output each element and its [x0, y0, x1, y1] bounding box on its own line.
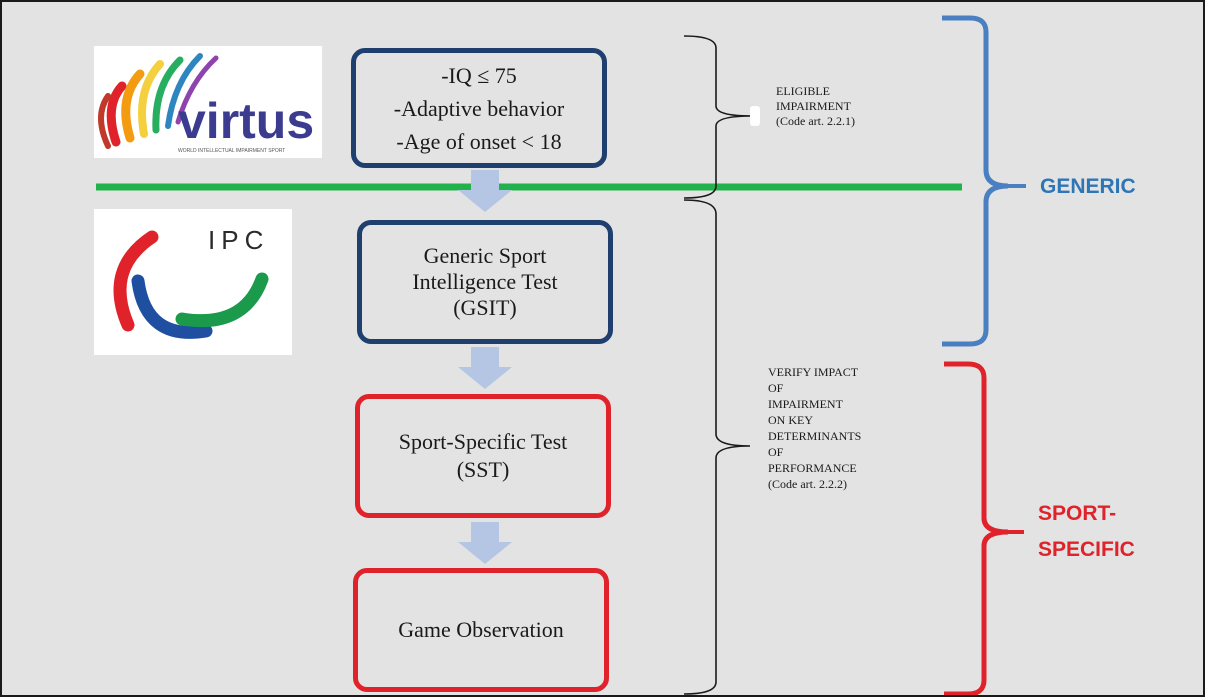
- sport-specific-label-line: SPORT-: [1038, 502, 1117, 525]
- sport-specific-bracket: [944, 361, 1009, 695]
- note-line: OF: [768, 381, 784, 395]
- note-line: IMPAIRMENT: [776, 99, 851, 113]
- flow-arrow-3: [458, 522, 512, 564]
- gsit-line: Generic Sport: [423, 243, 547, 268]
- ipc-wordmark: IPC: [208, 225, 269, 255]
- sst-line: (SST): [456, 457, 510, 482]
- note-line: (Code art. 2.2.2): [768, 477, 847, 491]
- game-observation-line: Game Observation: [398, 617, 564, 642]
- eligible-bracket: [683, 35, 753, 199]
- ipc-agitos-icon: IPC: [113, 225, 269, 339]
- generic-category-label: GENERIC: [1040, 172, 1136, 202]
- note-line: (Code art. 2.2.1): [776, 114, 855, 128]
- eligible-impairment-note: ELIGIBLE IMPAIRMENT (Code art. 2.2.1): [776, 84, 855, 129]
- generic-bracket: [942, 15, 1009, 347]
- sport-specific-category-label: SPORT- SPECIFIC: [1038, 496, 1135, 568]
- virtus-logo: virtus WORLD INTELLECTUAL IMPAIRMENT SPO…: [94, 46, 322, 158]
- game-observation-box: Game Observation: [353, 568, 609, 692]
- sst-box: Sport-Specific Test (SST): [355, 394, 611, 518]
- gsit-line: (GSIT): [453, 295, 517, 320]
- ipc-logo: IPC: [94, 209, 292, 355]
- note-line: DETERMINANTS: [768, 429, 862, 443]
- flow-arrow-2: [458, 347, 512, 389]
- verify-bracket: [683, 199, 751, 695]
- note-line: ON KEY: [768, 413, 813, 427]
- note-line: VERIFY IMPACT: [768, 365, 859, 379]
- flow-arrow-1: [458, 170, 512, 212]
- note-line: OF: [768, 445, 784, 459]
- note-line: PERFORMANCE: [768, 461, 857, 475]
- eligibility-criteria-box: -IQ ≤ 75 -Adaptive behavior -Age of onse…: [351, 48, 607, 168]
- virtus-emblem-icon: virtus WORLD INTELLECTUAL IMPAIRMENT SPO…: [98, 53, 314, 154]
- sst-line: Sport-Specific Test: [398, 429, 568, 454]
- eligible-bracket-tip: [750, 106, 760, 126]
- sport-specific-label-line: SPECIFIC: [1038, 538, 1135, 561]
- virtus-wordmark: virtus: [178, 93, 314, 149]
- eligibility-line: -Age of onset < 18: [396, 128, 562, 154]
- note-line: IMPAIRMENT: [768, 397, 843, 411]
- verify-impact-note: VERIFY IMPACT OF IMPAIRMENT ON KEY DETER…: [768, 364, 861, 492]
- virtus-tagline: WORLD INTELLECTUAL IMPAIRMENT SPORT: [178, 148, 285, 154]
- generic-label-line: GENERIC: [1040, 175, 1136, 198]
- gsit-box: Generic Sport Intelligence Test (GSIT): [357, 220, 613, 344]
- eligibility-line: -Adaptive behavior: [393, 95, 565, 121]
- eligibility-line: -IQ ≤ 75: [441, 62, 517, 88]
- note-line: ELIGIBLE: [776, 84, 830, 98]
- gsit-line: Intelligence Test: [412, 269, 558, 294]
